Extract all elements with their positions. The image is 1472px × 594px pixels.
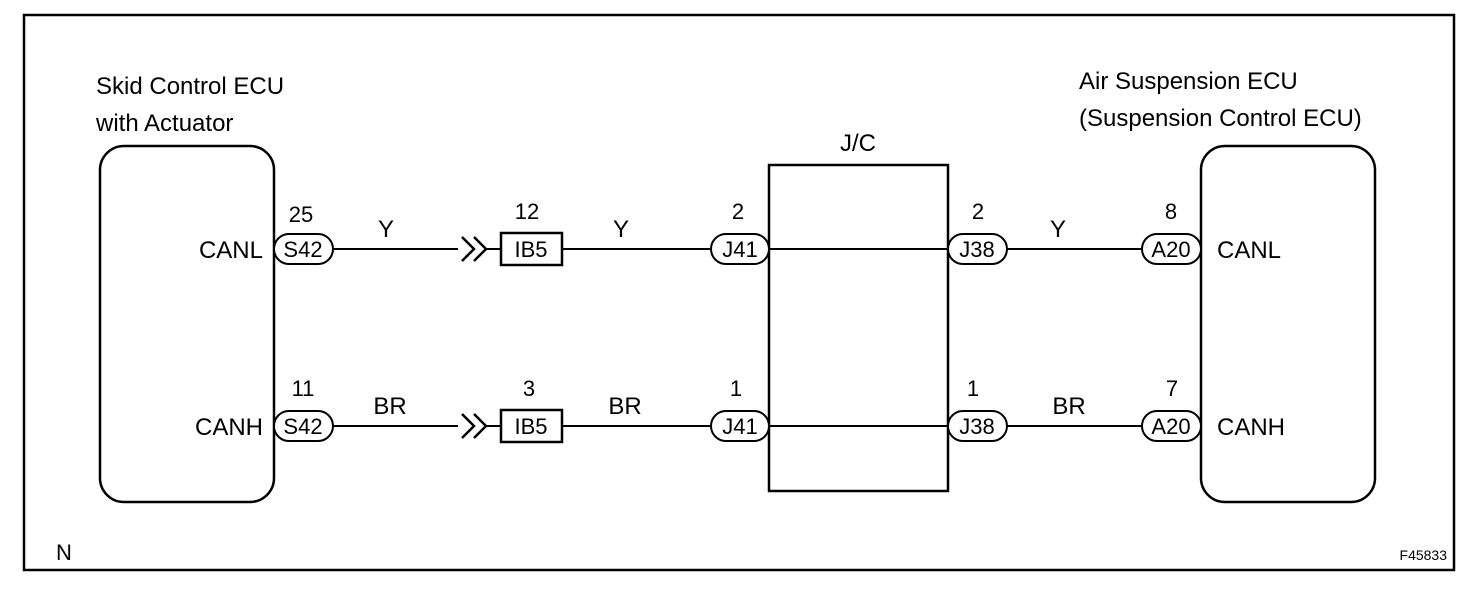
right-ecu-title-line2: (Suspension Control ECU): [1079, 105, 1362, 132]
wire-color-label: BR: [608, 393, 641, 420]
left-connector-code: S42: [283, 414, 322, 439]
jc-out-connector-code: J38: [959, 237, 994, 262]
jc-in-pin-number: 1: [730, 376, 742, 401]
right-ecu-box: [1199, 144, 1377, 504]
left-connector-oval: [273, 233, 334, 265]
ib-pin-number: 12: [515, 199, 539, 224]
diagram-frame: [22, 13, 1456, 572]
wire-color-label: Y: [613, 216, 629, 243]
jc-in-connector-code: J41: [722, 414, 757, 439]
left-connector-code: S42: [283, 237, 322, 262]
circuit-row-canl: CANL 25 S42 Y 12 IB5 Y 2 J41 2 J38 Y 8 A…: [199, 199, 1281, 267]
jc-in-pin-number: 2: [732, 199, 744, 224]
jc-in-connector-code: J41: [722, 237, 757, 262]
ib-connector-code: IB5: [514, 414, 547, 439]
figure-id: F45833: [1400, 547, 1448, 563]
jc-out-connector-code: J38: [959, 414, 994, 439]
right-connector-code: A20: [1151, 237, 1190, 262]
inline-connector-chevron-icon: [461, 236, 488, 262]
wire-color-label: Y: [378, 216, 394, 243]
right-connector-oval: [1141, 410, 1202, 442]
jc-in-connector-oval: [710, 410, 770, 442]
left-ecu-box: [98, 144, 276, 504]
left-ecu-title-line2: with Actuator: [95, 110, 233, 137]
corner-label: N: [56, 540, 72, 565]
jc-out-pin-number: 1: [967, 376, 979, 401]
right-pin-number: 7: [1166, 376, 1178, 401]
right-signal-label: CANH: [1217, 414, 1285, 441]
jc-out-connector-oval: [947, 410, 1008, 442]
left-connector-oval: [273, 410, 334, 442]
ib-connector-code: IB5: [514, 237, 547, 262]
left-ecu-title-line1: Skid Control ECU: [96, 73, 284, 100]
junction-box: [767, 163, 950, 493]
ib-pin-number: 3: [523, 376, 535, 401]
jc-out-connector-oval: [947, 233, 1008, 265]
junction-label: J/C: [840, 130, 876, 157]
right-signal-label: CANL: [1217, 237, 1281, 264]
right-pin-number: 8: [1165, 199, 1177, 224]
wire-color-label: BR: [1052, 393, 1085, 420]
ib-connector-box: [499, 408, 564, 444]
jc-out-pin-number: 2: [972, 199, 984, 224]
wire-color-label: Y: [1050, 216, 1066, 243]
ib-connector-box: [499, 231, 564, 267]
left-signal-label: CANL: [199, 237, 263, 264]
right-connector-code: A20: [1151, 414, 1190, 439]
left-pin-number: 11: [292, 376, 315, 401]
right-connector-oval: [1141, 233, 1202, 265]
left-pin-number: 25: [289, 202, 313, 227]
left-signal-label: CANH: [195, 414, 263, 441]
right-ecu-title-line1: Air Suspension ECU: [1079, 68, 1298, 95]
wire-color-label: BR: [373, 393, 406, 420]
jc-in-connector-oval: [710, 233, 770, 265]
inline-connector-chevron-icon: [461, 413, 488, 439]
circuit-row-canh: CANH 11 S42 BR 3 IB5 BR 1 J41 1 J38 BR 7…: [195, 376, 1285, 444]
